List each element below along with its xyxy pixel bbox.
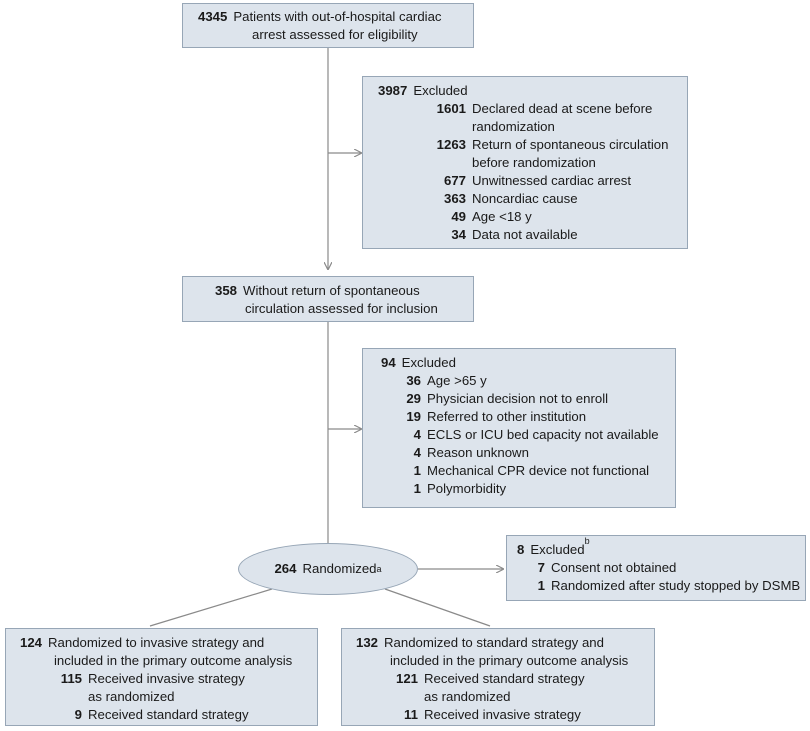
excluded-2-count: 94 xyxy=(381,355,396,370)
inclusion-box: 358 Without return of spontaneous circul… xyxy=(182,276,474,322)
list-item-cont: as randomized xyxy=(88,689,175,704)
invasive-text-2: included in the primary outcome analysis xyxy=(54,653,293,668)
standard-text-2: included in the primary outcome analysis xyxy=(390,653,629,668)
inclusion-text-2: circulation assessed for inclusion xyxy=(245,301,438,316)
excluded-3-footnote-mark: b xyxy=(584,536,590,546)
invasive-count: 124 xyxy=(20,635,43,650)
flow-line-invasive xyxy=(149,588,273,627)
list-item-cont: randomization xyxy=(472,119,555,134)
screening-line-1: 4345 Patients with out-of-hospital cardi… xyxy=(198,8,473,26)
list-item-cont: before randomization xyxy=(472,155,596,170)
flow-line-standard xyxy=(384,588,491,627)
randomized-label: Randomized xyxy=(302,561,377,576)
inclusion-count: 358 xyxy=(215,283,238,298)
screening-text-1: Patients with out-of-hospital cardiac xyxy=(233,9,442,24)
inclusion-text-1: Without return of spontaneous xyxy=(243,283,420,298)
standard-count: 132 xyxy=(356,635,379,650)
invasive-arm-box: 124 Randomized to invasive strategy and … xyxy=(5,628,318,726)
list-item-cont: as randomized xyxy=(424,689,511,704)
screening-text-2: arrest assessed for eligibility xyxy=(252,27,418,42)
screening-box: 4345 Patients with out-of-hospital cardi… xyxy=(182,3,474,48)
screening-count: 4345 xyxy=(198,9,228,24)
excluded-3-label: Excluded xyxy=(530,542,585,557)
excluded-1-label: Excluded xyxy=(413,83,468,98)
excluded-1-count: 3987 xyxy=(378,83,408,98)
excluded-3-count: 8 xyxy=(517,542,525,557)
randomized-count: 264 xyxy=(274,561,297,576)
excluded-2-label: Excluded xyxy=(401,355,456,370)
standard-text-1: Randomized to standard strategy and xyxy=(384,635,604,650)
standard-arm-box: 132 Randomized to standard strategy and … xyxy=(341,628,655,726)
invasive-text-1: Randomized to invasive strategy and xyxy=(48,635,265,650)
